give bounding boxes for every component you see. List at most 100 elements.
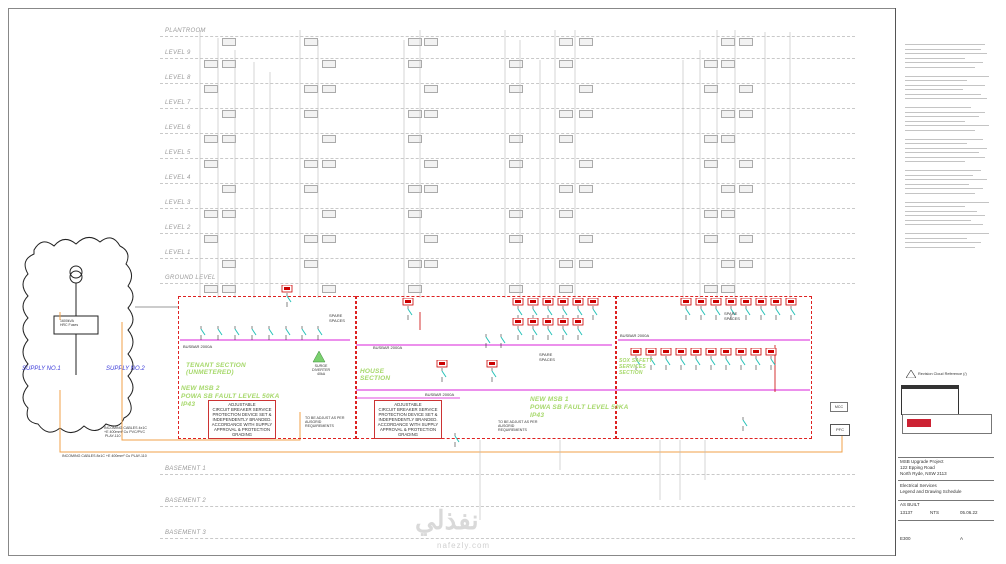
note-line (905, 93, 981, 95)
mcc-box: MCC (830, 402, 848, 412)
sub-board (704, 60, 718, 68)
level-line (160, 83, 855, 84)
note-line (905, 206, 965, 207)
breaker (512, 318, 524, 340)
sub-board (721, 185, 735, 193)
sub-board (222, 38, 236, 46)
breaker (500, 334, 506, 348)
note-line (905, 179, 987, 180)
breaker (268, 326, 274, 340)
level-label: LEVEL 6 (165, 125, 191, 131)
breaker (630, 348, 642, 370)
breaker (572, 298, 584, 320)
sub-board (704, 235, 718, 243)
level-line (160, 108, 855, 109)
revision-number: A (960, 536, 964, 541)
sub-board (721, 285, 735, 293)
sub-board (304, 235, 318, 243)
transformer-label: 1600kVA HRC Fuses (60, 319, 79, 327)
company-logo (902, 414, 992, 434)
sub-board (509, 160, 523, 168)
breaker (301, 326, 307, 340)
drawing-title: Electrical Services Legend and Drawing S… (900, 483, 962, 494)
note-line (905, 143, 967, 144)
breaker (454, 433, 460, 447)
drawing-scale: NTS (930, 510, 939, 515)
breaker (527, 318, 539, 340)
breaker (542, 318, 554, 340)
level-line (160, 208, 855, 209)
level-line (160, 258, 855, 259)
note-line (905, 138, 983, 140)
breaker (750, 348, 762, 370)
note-line (905, 233, 989, 234)
title-block-divider (898, 457, 994, 458)
level-label: LEVEL 3 (165, 200, 191, 206)
breaker (695, 298, 707, 320)
sub-board (304, 260, 318, 268)
sub-board (408, 210, 422, 218)
note-line (905, 120, 965, 122)
note-line (905, 107, 971, 108)
sub-board (322, 85, 336, 93)
sub-board (322, 210, 336, 218)
note-line (905, 152, 979, 153)
level-line (160, 36, 855, 37)
note-line (905, 53, 987, 54)
sub-board (579, 260, 593, 268)
sub-board (559, 110, 573, 118)
breaker (557, 298, 569, 320)
sub-board (509, 85, 523, 93)
breaker (660, 348, 672, 370)
note-line (905, 215, 985, 216)
note-line (905, 98, 987, 99)
sub-board (304, 110, 318, 118)
sub-board (509, 135, 523, 143)
tenant-section-label: TENANT SECTION (UNMETERED) (186, 362, 246, 376)
busbar-label-3: BUSBAR 2000A (620, 333, 650, 338)
note-line (905, 80, 967, 81)
revision-cloud-title: Revision Cloud Reference (/) (918, 372, 967, 376)
incoming-cables-1: INCOMING CABLES 4x1C +E 400mm² Cu PVC/PV… (104, 426, 147, 438)
sub-board (424, 85, 438, 93)
sub-board (559, 285, 573, 293)
level-line (160, 233, 855, 234)
sub-board (721, 38, 735, 46)
breaker (705, 348, 717, 370)
level-label: PLANTROOM (165, 28, 206, 34)
breaker (755, 298, 767, 320)
breaker (200, 326, 206, 340)
sub-board (222, 185, 236, 193)
note-line (905, 125, 989, 126)
sub-board (721, 260, 735, 268)
supply-1-label: SUPPLY NO.1 (22, 366, 61, 372)
breaker (710, 298, 722, 320)
adjustable-note-1: ADJUSTABLE CIRCUIT BREAKER SERVICE PROTE… (208, 400, 276, 439)
level-line (160, 538, 855, 539)
breaker (527, 298, 539, 320)
sub-board (304, 185, 318, 193)
sub-board (222, 260, 236, 268)
breaker (542, 298, 554, 320)
level-line (160, 506, 855, 507)
title-block-divider (898, 520, 994, 521)
sub-board (408, 185, 422, 193)
sub-board (222, 210, 236, 218)
sub-board (579, 110, 593, 118)
drawing-date: 05.06.22 (960, 510, 978, 515)
incoming-cables-2: INCOMING CABLES 8x1C +E 400mm² Cu PLAY-1… (62, 454, 147, 458)
title-block-panel (895, 8, 996, 556)
sub-board (579, 85, 593, 93)
note-line (905, 183, 969, 185)
watermark-logo: نفذلي (415, 505, 479, 535)
sub-board (204, 135, 218, 143)
sub-board (721, 135, 735, 143)
busbar-label-1: BUSBAR 2000A (183, 344, 213, 349)
level-label: LEVEL 4 (165, 175, 191, 181)
revision-table (901, 385, 959, 415)
surge-diverter-icon (312, 350, 326, 363)
surge-diverter-label: SURGE DIVERTER 40kA (312, 364, 331, 376)
spare-spaces-3: SPARE SPACES (724, 311, 740, 321)
title-block-divider (898, 500, 994, 501)
sub-board (509, 235, 523, 243)
